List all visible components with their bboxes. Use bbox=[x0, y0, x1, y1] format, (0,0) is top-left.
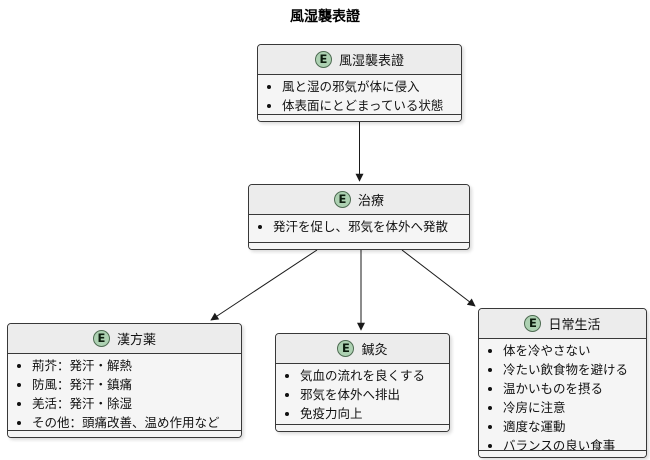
node-daily-life-header: E 日常生活 bbox=[479, 309, 646, 339]
list-item: 体を冷やさない bbox=[503, 341, 640, 360]
list-item: 気血の流れを良くする bbox=[300, 366, 443, 385]
node-kampo-title: 漢方薬 bbox=[116, 333, 156, 348]
entity-icon: E bbox=[524, 315, 542, 332]
node-footer bbox=[479, 450, 646, 457]
list-item: 適度な運動 bbox=[503, 417, 640, 436]
node-syndrome-list: 風と湿の邪気が体に侵入 体表面にとどまっている状態 bbox=[258, 75, 461, 114]
node-daily-life: E 日常生活 体を冷やさない 冷たい飲食物を避ける 温かいものを摂る 冷房に注意… bbox=[478, 308, 647, 458]
edge-treatment-daily-life bbox=[401, 249, 476, 307]
list-item: 邪気を体外へ排出 bbox=[300, 385, 443, 404]
entity-icon: E bbox=[337, 340, 355, 357]
node-syndrome-header: E 風湿襲表證 bbox=[258, 45, 461, 75]
edge-treatment-kampo bbox=[210, 249, 318, 321]
node-treatment-list: 発汗を促し、邪気を体外へ発散 bbox=[249, 215, 469, 242]
node-syndrome: E 風湿襲表證 風と湿の邪気が体に侵入 体表面にとどまっている状態 bbox=[257, 44, 462, 122]
list-item: バランスの良い食事 bbox=[503, 436, 640, 450]
node-kampo-header: E 漢方薬 bbox=[8, 324, 241, 354]
node-acupuncture: E 鍼灸 気血の流れを良くする 邪気を体外へ排出 免疫力向上 bbox=[275, 333, 450, 432]
node-daily-life-list: 体を冷やさない 冷たい飲食物を避ける 温かいものを摂る 冷房に注意 適度な運動 … bbox=[479, 339, 646, 450]
list-item: 免疫力向上 bbox=[300, 404, 443, 423]
node-kampo: E 漢方薬 荊芥：発汗・解熱 防風：発汗・鎮痛 羌活：発汗・除湿 その他：頭痛改… bbox=[7, 323, 242, 438]
node-acupuncture-title: 鍼灸 bbox=[361, 343, 388, 358]
list-item: 羌活：発汗・除湿 bbox=[32, 394, 235, 413]
node-treatment-title: 治療 bbox=[357, 194, 384, 209]
entity-icon: E bbox=[92, 330, 110, 347]
node-treatment: E 治療 発汗を促し、邪気を体外へ発散 bbox=[248, 184, 470, 250]
node-footer bbox=[8, 430, 241, 437]
node-treatment-header: E 治療 bbox=[249, 185, 469, 215]
node-footer bbox=[276, 424, 449, 431]
node-footer bbox=[258, 114, 461, 121]
list-item: 風と湿の邪気が体に侵入 bbox=[282, 77, 455, 96]
list-item: 体表面にとどまっている状態 bbox=[282, 96, 455, 114]
node-syndrome-title: 風湿襲表證 bbox=[338, 54, 404, 69]
entity-icon: E bbox=[333, 191, 351, 208]
list-item: 冷房に注意 bbox=[503, 398, 640, 417]
node-daily-life-title: 日常生活 bbox=[548, 318, 601, 333]
diagram-title: 風湿襲表證 bbox=[290, 9, 360, 25]
list-item: 荊芥：発汗・解熱 bbox=[32, 356, 235, 375]
list-item: 冷たい飲食物を避ける bbox=[503, 360, 640, 379]
list-item: 発汗を促し、邪気を体外へ発散 bbox=[273, 217, 463, 236]
node-acupuncture-header: E 鍼灸 bbox=[276, 334, 449, 364]
node-acupuncture-list: 気血の流れを良くする 邪気を体外へ排出 免疫力向上 bbox=[276, 364, 449, 424]
list-item: 温かいものを摂る bbox=[503, 379, 640, 398]
list-item: その他：頭痛改善、温め作用など bbox=[32, 413, 235, 430]
node-kampo-list: 荊芥：発汗・解熱 防風：発汗・鎮痛 羌活：発汗・除湿 その他：頭痛改善、温め作用… bbox=[8, 354, 241, 430]
list-item: 防風：発汗・鎮痛 bbox=[32, 375, 235, 394]
entity-icon: E bbox=[314, 51, 332, 68]
node-footer bbox=[249, 242, 469, 249]
